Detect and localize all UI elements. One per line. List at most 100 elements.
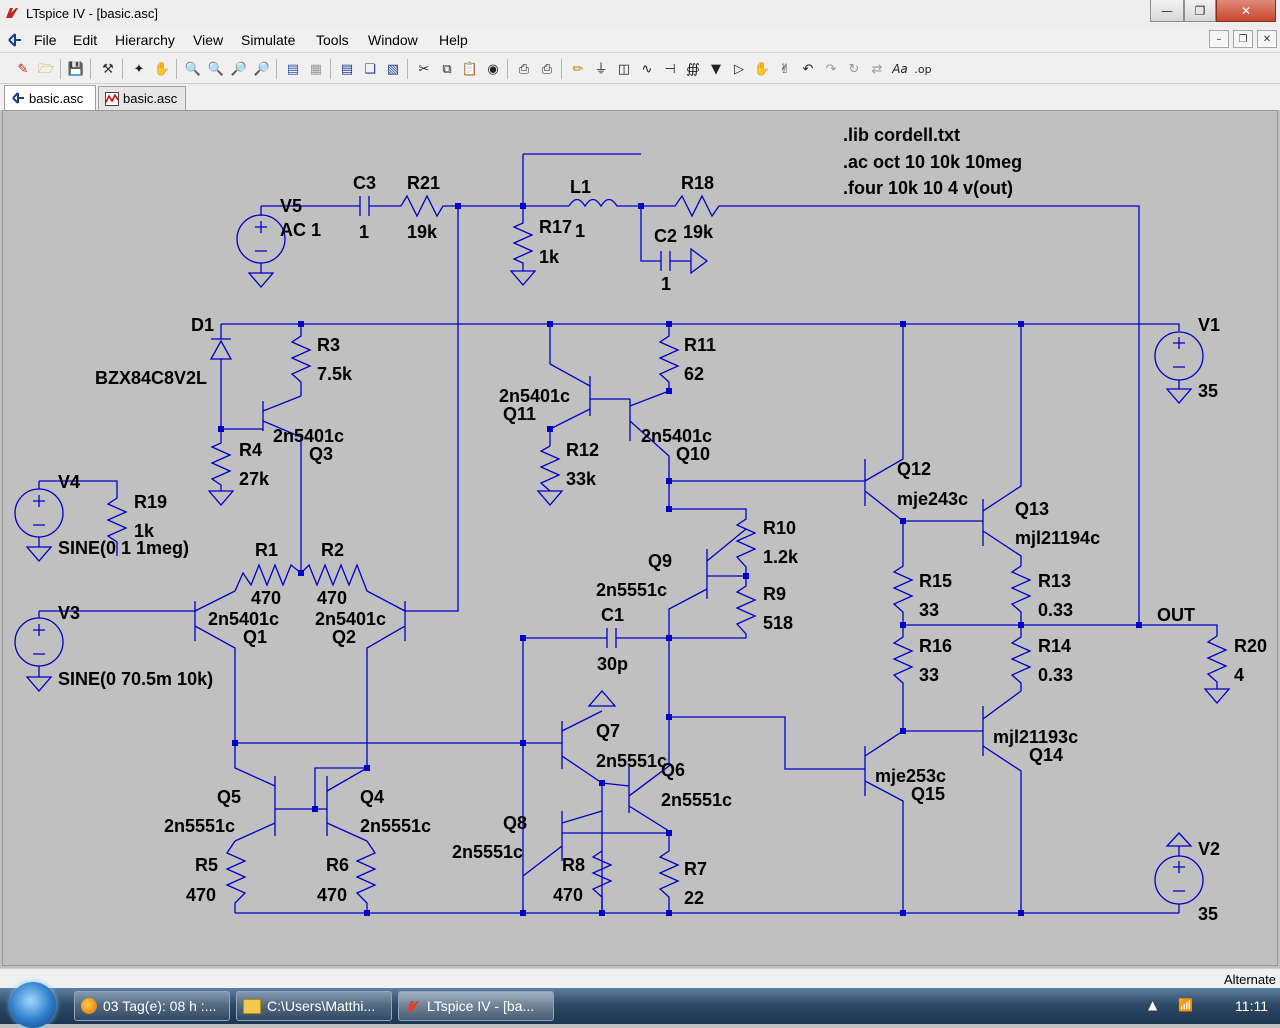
menu-view[interactable]: View	[193, 32, 224, 48]
network-icon[interactable]: 📶	[1178, 998, 1193, 1012]
schematic-canvas[interactable]: .lib cordell.txt .ac oct 10 10k 10meg .f…	[2, 110, 1278, 966]
capacitor-icon[interactable]: ⊣	[664, 61, 676, 77]
menu-window[interactable]: Window	[368, 32, 418, 48]
mdi-restore-button[interactable]: ❐	[1233, 30, 1253, 48]
directive-four[interactable]: .four 10k 10 4 v(out)	[843, 178, 1013, 198]
minimize-button[interactable]: —	[1150, 0, 1184, 22]
r7-value: 22	[684, 888, 704, 908]
directive-lib[interactable]: .lib cordell.txt	[843, 125, 960, 145]
close-button[interactable]: ✕	[1216, 0, 1276, 22]
q11-name: Q11	[503, 404, 536, 424]
r2-name: R2	[321, 540, 344, 560]
menu-file[interactable]: File	[34, 32, 57, 48]
menu-hierarchy[interactable]: Hierarchy	[115, 32, 175, 48]
run-icon[interactable]: ✦	[133, 61, 145, 77]
cut-icon[interactable]: ✂	[418, 61, 430, 77]
mdi-close-button[interactable]: ✕	[1257, 30, 1277, 48]
r18-name: R18	[681, 173, 714, 193]
r15-value: 33	[919, 600, 939, 620]
directive-ac[interactable]: .ac oct 10 10k 10meg	[843, 152, 1022, 172]
start-button[interactable]	[10, 982, 56, 1028]
print-icon[interactable]: ⎙	[541, 61, 553, 77]
zoom-fit-icon[interactable]: 🔎	[253, 61, 271, 77]
q6-name: Q6	[661, 760, 685, 780]
menu-edit[interactable]: Edit	[73, 32, 98, 48]
tab-waveform[interactable]: basic.asc	[98, 86, 186, 110]
d1-name: D1	[191, 315, 214, 335]
mirror-icon[interactable]: ⇄	[871, 61, 883, 77]
schematic-doc-icon[interactable]	[6, 32, 22, 48]
copy-icon[interactable]: ⧉	[442, 61, 452, 77]
q2-name: Q2	[332, 627, 356, 647]
status-bar: Alternate	[0, 968, 1280, 989]
label-net-icon[interactable]: ◫	[617, 61, 631, 77]
draw-wire-icon[interactable]: ✏	[572, 61, 584, 77]
find-icon[interactable]: ◉	[487, 61, 499, 77]
ground-icon[interactable]: ⏚	[594, 61, 608, 77]
tile-vertical-icon[interactable]: ▧	[386, 61, 400, 77]
zoom-in-icon[interactable]: 🔍	[184, 61, 202, 77]
l1-value: 1	[575, 221, 585, 241]
zoom-out-icon[interactable]: 🔎	[230, 61, 248, 77]
taskbar-clock[interactable]: 11:11	[1235, 998, 1268, 1014]
pan-icon[interactable]: 🔍	[207, 61, 225, 77]
redo-icon[interactable]: ↷	[825, 61, 837, 77]
maximize-button[interactable]: ❐	[1184, 0, 1216, 22]
spice-directive-icon[interactable]: .op	[914, 62, 932, 76]
q5-name: Q5	[217, 787, 241, 807]
r10-value: 1.2k	[763, 547, 799, 567]
menu-tools[interactable]: Tools	[316, 32, 349, 48]
control-panel-icon[interactable]: ⚒	[102, 61, 114, 77]
q11-model: 2n5401c	[499, 386, 570, 406]
mdi-minimize-button[interactable]: –	[1209, 30, 1229, 48]
new-schematic-icon[interactable]: ✎	[17, 61, 29, 77]
taskbar-item-firefox[interactable]: 03 Tag(e): 08 h :...	[74, 991, 230, 1021]
tab-label: basic.asc	[29, 90, 84, 106]
open-icon[interactable]: 🗁	[37, 61, 55, 77]
r16-value: 33	[919, 665, 939, 685]
q6-model: 2n5551c	[661, 790, 732, 810]
tile-horizontal-icon[interactable]: ▤	[340, 61, 354, 77]
tray-expand-icon[interactable]: ▲	[1148, 998, 1158, 1012]
q4-model: 2n5551c	[360, 816, 431, 836]
document-tabs: basic.asc basic.asc	[0, 84, 1280, 110]
autorange-icon[interactable]: ▤	[286, 61, 300, 77]
drag-icon[interactable]: ✌	[779, 61, 791, 77]
tab-label: basic.asc	[123, 91, 178, 106]
menu-help[interactable]: Help	[439, 32, 468, 48]
r17-value: 1k	[539, 247, 560, 267]
taskbar-item-explorer[interactable]: C:\Users\Matthi...	[236, 991, 392, 1021]
q15-name: Q15	[911, 784, 945, 804]
component-icon[interactable]: ▷	[734, 61, 744, 77]
c2-name: C2	[654, 226, 677, 246]
q1-name: Q1	[243, 627, 267, 647]
schematic-drawing[interactable]: .lib cordell.txt .ac oct 10 10k 10meg .f…	[3, 111, 1279, 967]
save-icon[interactable]: 💾	[67, 61, 85, 77]
halt-icon[interactable]: ✋	[153, 61, 171, 77]
q7-model: 2n5551c	[596, 751, 667, 771]
tab-schematic[interactable]: basic.asc	[4, 85, 96, 110]
windows-taskbar: 03 Tag(e): 08 h :... C:\Users\Matthi... …	[0, 982, 1280, 1028]
rotate-icon[interactable]: ↻	[848, 61, 860, 77]
r9-name: R9	[763, 584, 786, 604]
q10-name: Q10	[676, 444, 710, 464]
resistor-icon[interactable]: ∿	[641, 61, 653, 77]
print-setup-icon[interactable]: ⎙	[518, 61, 530, 77]
q5-model: 2n5551c	[164, 816, 235, 836]
taskbar-item-ltspice[interactable]: LTspice IV - [ba...	[398, 991, 554, 1021]
move-icon[interactable]: ✋	[753, 61, 771, 77]
cascade-icon[interactable]: ❏	[364, 61, 376, 77]
undo-icon[interactable]: ↶	[802, 61, 814, 77]
diode-icon[interactable]: ▼	[711, 61, 721, 77]
r1-value: 470	[251, 588, 281, 608]
toolbar: ✎ 🗁 💾 ⚒ ✦ ✋ 🔍 🔍 🔎 🔎 ▤ ▦ ▤ ❏ ▧ ✂ ⧉ 📋 ◉ ⎙ …	[0, 53, 1280, 84]
r13-value: 0.33	[1038, 600, 1073, 620]
menu-simulate[interactable]: Simulate	[241, 32, 296, 48]
v1-value: 35	[1198, 381, 1218, 401]
r6-name: R6	[326, 855, 349, 875]
grid-icon[interactable]: ▦	[309, 61, 323, 77]
c2-value: 1	[661, 274, 671, 294]
inductor-icon[interactable]: ∰	[686, 61, 700, 77]
paste-icon[interactable]: 📋	[461, 61, 479, 77]
text-icon[interactable]: Aa	[892, 62, 908, 76]
